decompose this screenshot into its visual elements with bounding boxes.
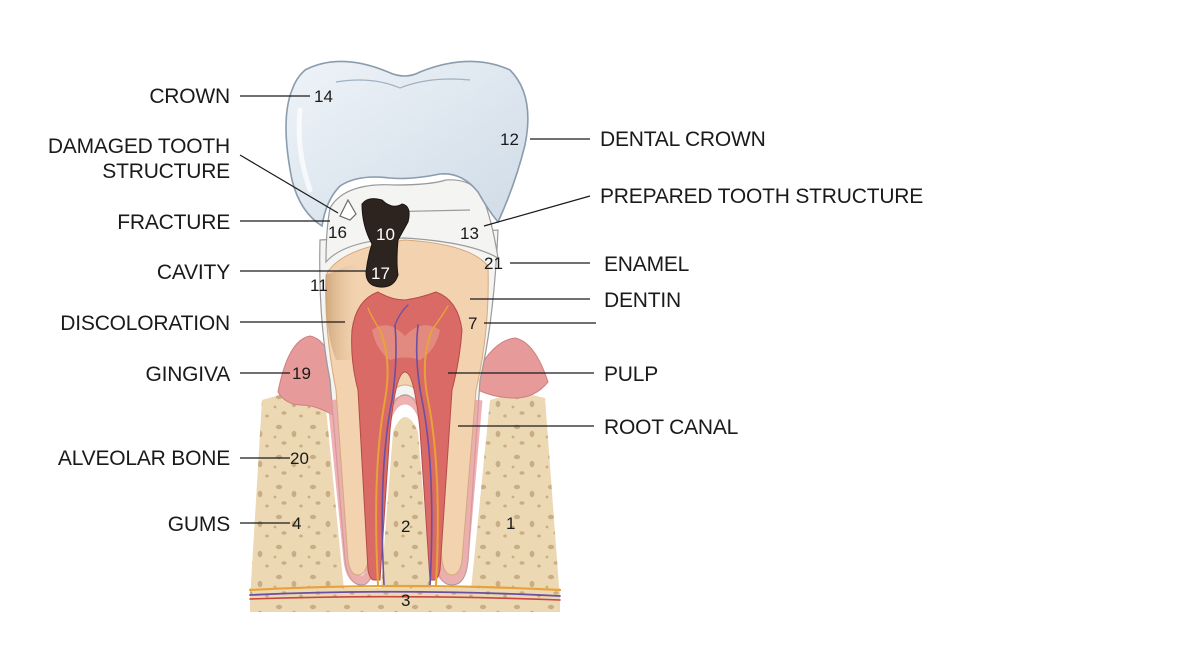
- label-discoloration: DISCOLORATION: [60, 312, 230, 335]
- label-enamel: ENAMEL: [604, 253, 689, 276]
- callout-17: 17: [371, 264, 390, 283]
- right-labels: DENTAL CROWN PREPARED TOOTH STRUCTURE EN…: [600, 128, 923, 439]
- label-pulp: PULP: [604, 363, 658, 386]
- number-callouts: 14 12 16 10 13 21 17 11 7 19 20 4 2 1 3: [290, 87, 519, 610]
- nerves: [248, 304, 562, 601]
- label-gums: GUMS: [168, 513, 230, 536]
- left-labels: CROWN DAMAGED TOOTH STRUCTURE FRACTURE C…: [48, 85, 231, 536]
- alveolar-bone: [250, 392, 560, 612]
- label-dental-crown: DENTAL CROWN: [600, 128, 766, 151]
- label-root-canal: ROOT CANAL: [604, 416, 738, 439]
- callout-21: 21: [484, 254, 503, 273]
- label-fracture: FRACTURE: [117, 211, 230, 234]
- callout-10: 10: [376, 225, 395, 244]
- dental-crown-cap: [285, 60, 529, 228]
- callout-16: 16: [328, 223, 347, 242]
- label-damaged-2: STRUCTURE: [102, 160, 230, 183]
- label-damaged-1: DAMAGED TOOTH: [48, 135, 230, 158]
- leader-lines-left: [239, 95, 366, 524]
- callout-4: 4: [292, 514, 301, 533]
- label-dentin: DENTIN: [604, 289, 681, 312]
- callout-14: 14: [314, 87, 333, 106]
- callout-1: 1: [506, 514, 515, 533]
- cavity: [361, 198, 410, 288]
- label-alveolar-bone: ALVEOLAR BONE: [58, 447, 230, 470]
- callout-11: 11: [310, 276, 328, 295]
- callout-19: 19: [292, 364, 311, 383]
- callout-12: 12: [500, 130, 519, 149]
- callout-2: 2: [401, 517, 410, 536]
- callout-20: 20: [290, 449, 309, 468]
- callout-7: 7: [468, 314, 477, 333]
- label-gingiva: GINGIVA: [145, 363, 230, 386]
- pulp: [351, 291, 463, 581]
- callout-13: 13: [460, 224, 479, 243]
- label-crown: CROWN: [149, 85, 230, 108]
- callout-3: 3: [401, 591, 410, 610]
- leader-lines-right: [448, 138, 596, 427]
- gingiva: [277, 335, 549, 422]
- label-prepared-tooth-structure: PREPARED TOOTH STRUCTURE: [600, 185, 923, 208]
- label-cavity: CAVITY: [157, 261, 230, 284]
